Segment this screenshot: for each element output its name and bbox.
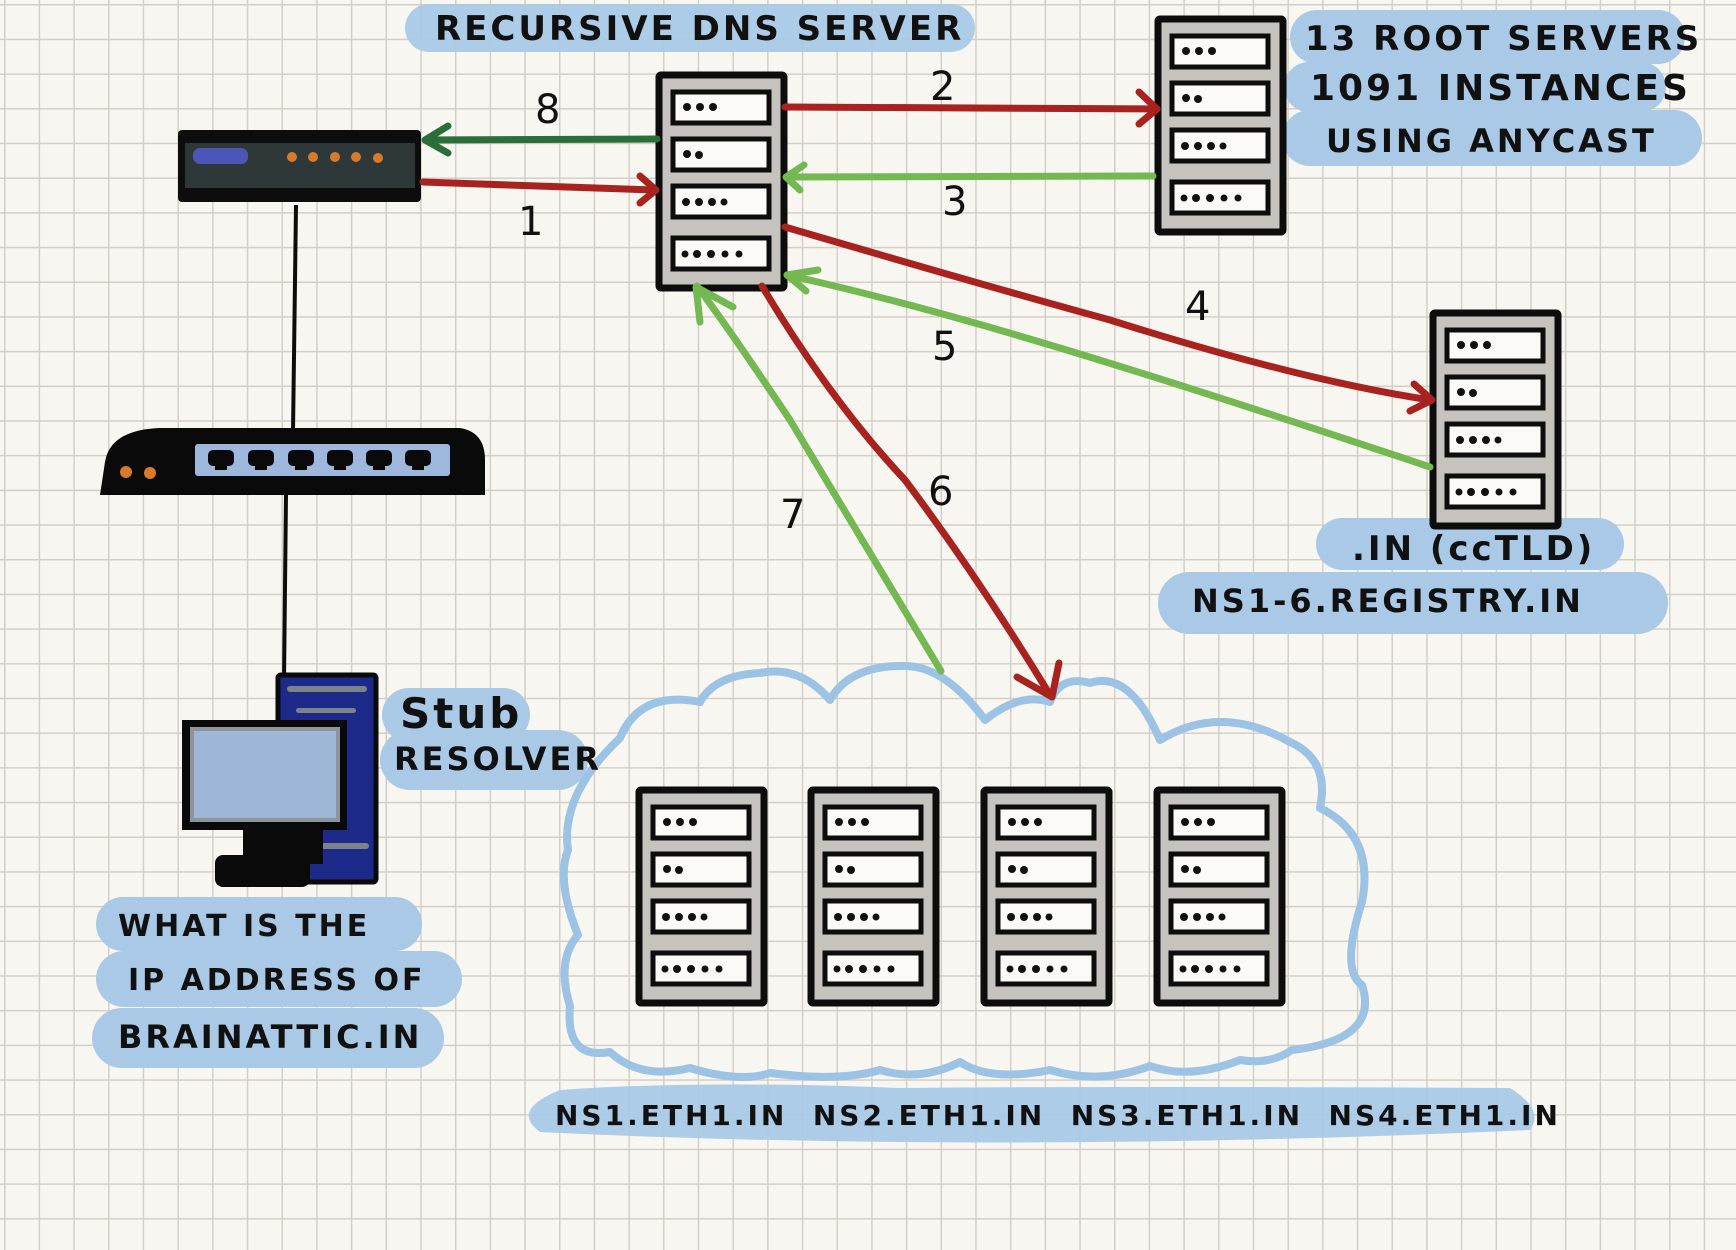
label-stub-line2: RESOLVER — [394, 740, 602, 778]
authoritative-cloud-outline — [559, 661, 1370, 1081]
arrow-step-5 — [783, 266, 1434, 471]
highlight-question-1 — [96, 897, 422, 951]
label-tld-line2: NS1-6.REGISTRY.IN — [1192, 582, 1584, 620]
step-label-6: 6 — [928, 469, 953, 515]
authoritative-server-2 — [811, 790, 936, 1003]
step-label-3: 3 — [942, 179, 967, 225]
label-authoritative-servers: NS1.ETH1.IN NS2.ETH1.IN NS3.ETH1.IN NS4.… — [555, 1099, 1561, 1132]
arrow-step-4 — [781, 223, 1436, 415]
label-question-line2: IP ADDRESS OF — [128, 963, 426, 998]
label-question-line3: BRAINATTIC.IN — [118, 1018, 422, 1056]
arrow-step-7 — [692, 282, 945, 675]
arrow-step-3 — [782, 161, 1157, 194]
recursive-dns-server — [659, 75, 784, 288]
step-numbers: 1 2 3 4 5 6 7 8 — [518, 64, 1210, 538]
highlight-root-1 — [1290, 10, 1685, 64]
highlight-stub-1 — [382, 688, 530, 742]
authoritative-server-1 — [639, 790, 764, 1003]
label-highlights — [92, 4, 1702, 1143]
highlight-root-2 — [1284, 62, 1666, 112]
highlight-question-3 — [92, 1008, 444, 1068]
step-label-5: 5 — [932, 324, 957, 370]
network-switch-icon — [100, 428, 485, 495]
highlight-stub-2 — [380, 730, 588, 790]
label-root-line2: 1091 INSTANCES — [1310, 68, 1691, 109]
step-label-7: 7 — [780, 492, 805, 538]
arrow-step-8 — [421, 122, 661, 157]
arrows — [419, 88, 1436, 701]
label-tld-line1: .IN (ccTLD) — [1352, 529, 1595, 569]
router-icon — [178, 130, 421, 202]
arrow-step-1 — [419, 172, 660, 207]
step-label-2: 2 — [930, 64, 955, 110]
step-label-8: 8 — [535, 87, 560, 133]
arrow-step-2 — [781, 88, 1161, 128]
label-stub-line1: Stub — [400, 689, 522, 738]
highlight-authoritative — [528, 1084, 1535, 1143]
authoritative-server-3 — [984, 790, 1109, 1003]
label-question-line1: WHAT IS THE — [118, 909, 370, 944]
highlight-root-3 — [1282, 110, 1702, 166]
authoritative-server-4 — [1157, 790, 1282, 1003]
label-recursive-server: RECURSIVE DNS SERVER — [435, 9, 964, 49]
label-root-line3: USING ANYCAST — [1326, 122, 1657, 160]
cable-router-switch — [291, 204, 298, 433]
label-root-line1: 13 ROOT SERVERS — [1305, 19, 1702, 59]
tld-server — [1433, 313, 1558, 526]
root-server — [1158, 19, 1283, 232]
highlight-recursive-server — [405, 4, 975, 52]
step-label-1: 1 — [518, 199, 543, 245]
computer-icon — [182, 672, 379, 887]
cable-switch-computer — [282, 494, 288, 681]
highlight-question-2 — [96, 951, 462, 1007]
step-label-4: 4 — [1185, 284, 1210, 330]
highlight-tld-2 — [1158, 572, 1668, 634]
arrow-step-6 — [758, 282, 1063, 701]
highlight-tld-1 — [1316, 518, 1624, 570]
authoritative-servers — [639, 790, 1282, 1003]
